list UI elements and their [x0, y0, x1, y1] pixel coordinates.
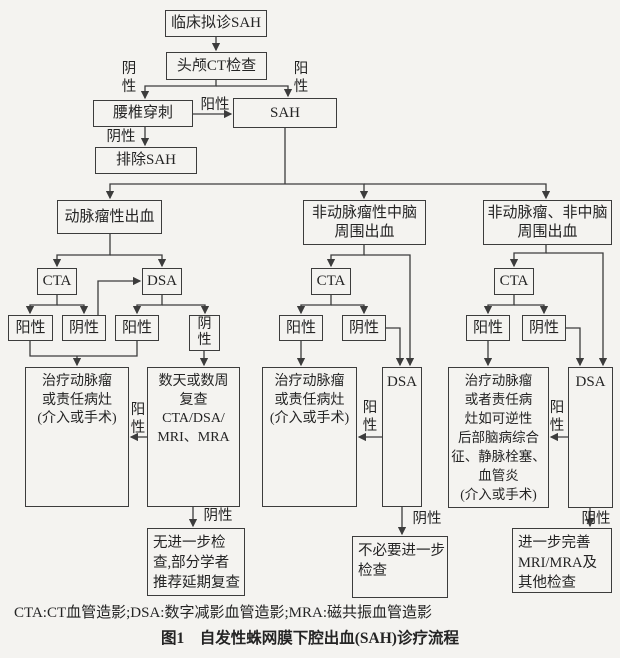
- connector: [29, 341, 138, 357]
- node-negative-cta-right: 阴性: [522, 315, 566, 341]
- connector: [546, 252, 608, 367]
- connector: [97, 276, 142, 315]
- label-recheck-positive: 阳 性: [130, 402, 146, 436]
- node-treat-aneurysm-middle: 治疗动脉瘤 或责任病灶 (介入或手术): [262, 367, 357, 507]
- label-dsa-middle-negative: 阴性: [412, 511, 442, 527]
- node-positive-cta-middle: 阳性: [279, 315, 323, 341]
- node-lumbar-puncture: 腰椎穿刺: [93, 100, 193, 127]
- label-dsa-middle-positive: 阳 性: [362, 400, 378, 434]
- node-non-aneurysmal-non-perimesencephalic: 非动脉瘤、非中脑 周围出血: [483, 200, 612, 245]
- node-dsa-left: DSA: [142, 268, 182, 295]
- caption-abbreviations: CTA:CT血管造影;DSA:数字减影血管造影;MRA:磁共振血管造影: [14, 605, 432, 621]
- node-unnecessary-further-exam: 不必要进一步 检查: [352, 536, 448, 598]
- node-negative-cta-middle: 阴性: [342, 315, 386, 341]
- connector: [57, 304, 89, 315]
- node-non-aneurysmal-perimesencephalic: 非动脉瘤性中脑 周围出血: [303, 200, 426, 245]
- node-negative-dsa-left: 阴 性: [189, 315, 220, 351]
- node-dsa-middle: DSA: [382, 367, 422, 507]
- connector: [514, 304, 549, 315]
- node-sah: SAH: [233, 98, 337, 128]
- label-dsa-right-negative: 阴性: [581, 511, 611, 527]
- connector: [162, 304, 210, 315]
- connector: [52, 234, 111, 268]
- connector: [483, 295, 515, 315]
- label-dsa-right-positive: 阳 性: [549, 400, 565, 434]
- node-no-further-exam: 无进一步检 查,部分学者 推荐延期复查: [147, 528, 245, 596]
- connector: [216, 85, 293, 98]
- figure-caption: 图1 自发性蛛网膜下腔出血(SAH)诊疗流程: [161, 630, 459, 647]
- node-head-ct: 头颅CT检查: [166, 52, 267, 80]
- label-recheck-negative: 阴性: [203, 508, 233, 524]
- connector: [110, 254, 167, 268]
- node-positive-dsa-left: 阳性: [115, 315, 159, 341]
- node-treat-aneurysm-left: 治疗动脉瘤 或责任病灶 (介入或手术): [25, 367, 129, 507]
- node-cta-left: CTA: [37, 268, 77, 295]
- node-aneurysmal-bleed: 动脉瘤性出血: [57, 200, 162, 234]
- node-dsa-right: DSA: [568, 367, 613, 508]
- connector: [386, 327, 405, 367]
- connector: [509, 245, 547, 268]
- connector: [326, 245, 365, 268]
- connector: [25, 295, 58, 315]
- connector: [331, 304, 369, 315]
- node-positive-cta-left: 阳性: [8, 315, 53, 341]
- connector: [296, 295, 332, 315]
- node-exclude-sah: 排除SAH: [95, 147, 197, 174]
- node-clinical-suspect-sah: 临床拟诊SAH: [165, 10, 267, 37]
- node-cta-right: CTA: [494, 268, 534, 295]
- node-treat-aneurysm-right: 治疗动脉瘤 或者责任病 灶如可逆性 后部脑病综合 征、静脉栓塞、 血管炎 (介入…: [448, 367, 549, 508]
- label-lumbar-negative: 阴性: [106, 129, 136, 145]
- node-positive-cta-right: 阳性: [466, 315, 510, 341]
- connector: [566, 327, 585, 367]
- node-recheck-days-weeks: 数天或数周 复查 CTA/DSA/ MRI、MRA: [147, 367, 240, 507]
- connector: [132, 295, 163, 315]
- connector: [140, 80, 217, 100]
- connector: [364, 183, 551, 200]
- label-lumbar-positive: 阳性: [200, 97, 230, 113]
- node-cta-middle: CTA: [311, 268, 351, 295]
- connector: [285, 183, 369, 200]
- connector: [364, 254, 415, 367]
- node-further-mri-mra: 进一步完善 MRI/MRA及 其他检查: [512, 528, 612, 593]
- node-negative-cta-left: 阴性: [62, 315, 106, 341]
- connector: [105, 183, 285, 200]
- label-ct-negative: 阴 性: [121, 61, 137, 95]
- label-ct-positive: 阳 性: [293, 61, 309, 95]
